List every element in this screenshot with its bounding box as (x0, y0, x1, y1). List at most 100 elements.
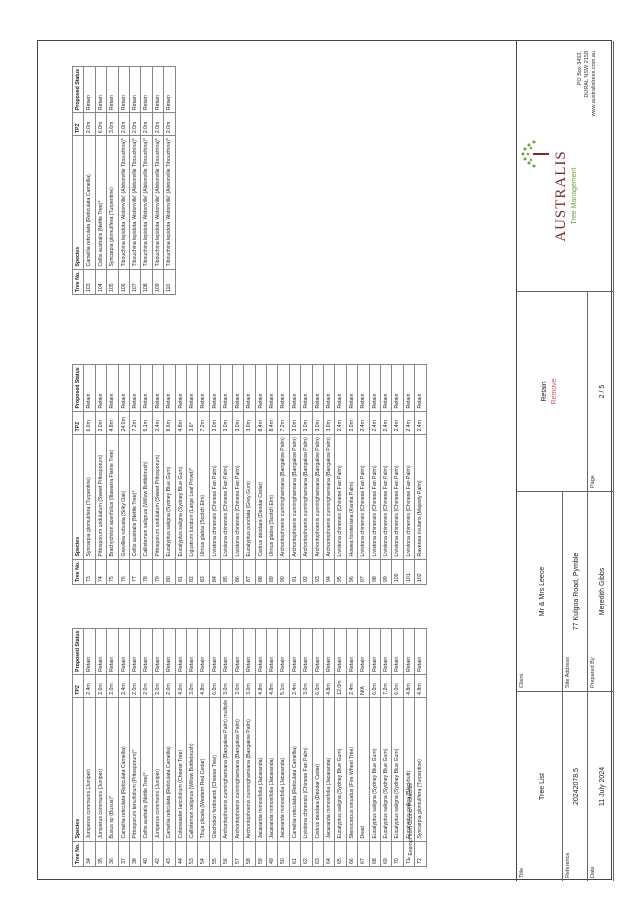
website-text: www.australistrees.com.au (591, 51, 597, 117)
tpz-value: 6.0m (312, 674, 324, 698)
tree-number: 77 (129, 559, 141, 585)
tpz-value: 3.0m (232, 674, 244, 698)
species-name: Camellia reticulata (Reticulata Camellia… (118, 697, 130, 842)
tpz-value: 3.0m (209, 411, 221, 435)
tpz-value: 3.0m (220, 411, 233, 435)
species-name: Howea forsteriana (Kentia Palm) (346, 434, 358, 560)
tpz-value: 2.4m (334, 411, 347, 435)
status-value: Retain (106, 66, 119, 113)
tree-number: 70 (391, 841, 404, 867)
tpz-value: 2.0m (129, 674, 141, 698)
title-block: Title Tree List Client Mr & Mrs Leece Re… (516, 41, 614, 881)
tree-number: 50 (277, 841, 290, 867)
status-value: Retain (152, 66, 164, 113)
status-value: Retain (95, 66, 107, 113)
species-name: Livistona chinensis (Chinese Fan Palm) (232, 434, 244, 560)
tpz-value: 2.4m (346, 674, 358, 698)
logo-name: AUSTRALIS (553, 150, 569, 242)
column-header: Proposed Status (72, 364, 84, 412)
status-value: Retain (289, 628, 301, 675)
status-value: Retain (312, 364, 324, 412)
species-name: Jacaranda mimosifolia (Jacaranda) (266, 697, 278, 842)
tree-number: 83 (197, 559, 210, 585)
species-name: Livistona chinensis (Chinese Fan Palm) (391, 434, 404, 560)
tree-number: 42 (152, 841, 164, 867)
tree-number: 97 (357, 559, 370, 585)
logo-tagline: Tree Management (571, 167, 578, 225)
tree-number: 38 (129, 841, 141, 867)
species-name: Tibouchina lepidota 'Alstonville' (Alsto… (129, 135, 141, 270)
species-name: Eucalyptus saligna (Sydney Blue Gum) (163, 434, 176, 560)
tpz-value: N/A (357, 674, 370, 698)
tpz-value: 2.0m (152, 112, 164, 136)
title-cell: Title Tree List (517, 691, 563, 881)
tree-number: 43 (163, 841, 176, 867)
status-value: Retain (391, 364, 404, 412)
tree-number: 100 (391, 559, 404, 585)
status-value: Retain (140, 66, 153, 113)
tpz-value: 2.0m (140, 674, 153, 698)
status-value: Retain (186, 628, 198, 675)
species-name: Grevillea robusta (Silky Oak) (118, 434, 130, 560)
tree-number: 74 (95, 559, 107, 585)
species-name: Dead (357, 697, 370, 842)
tree-number: 99 (380, 559, 392, 585)
tpz-value: 4.8m (255, 674, 267, 698)
tree-number: 107 (129, 269, 141, 295)
species-name: Syncarpia glomulifera (Turpentine) (414, 697, 427, 842)
species-name: Celtis australis (Nettle Tree)* (95, 135, 107, 270)
prepared-cell: Prepared By Meredith Gibbs (588, 491, 614, 691)
column-header: Species (72, 434, 84, 560)
status-value: Retain (323, 628, 335, 675)
tree-number: 61 (289, 841, 301, 867)
species-name: Juniperus communis (Juniper) (83, 697, 96, 842)
status-value: Retain (255, 364, 267, 412)
species-name: Camellia reticulata (Reticulata Camellia… (83, 135, 96, 270)
species-name: Eucalyptus punctata (Grey Gum) (243, 434, 255, 560)
status-value: Retain (334, 364, 347, 412)
species-name: Buxus sp (Buxus)* (106, 697, 119, 842)
tpz-value: 7.2m (277, 411, 290, 435)
column-header: Tree No. (72, 559, 84, 585)
tpz-value: 6.0m (83, 411, 96, 435)
tpz-value: 3.0m (300, 411, 313, 435)
status-value: Retain (140, 364, 153, 412)
species-name: Ravenea rivularis (Majesty Palm) (414, 434, 427, 560)
status-value: Retain (403, 364, 415, 412)
status-value: Retain (391, 628, 404, 675)
tree-number: 34 (83, 841, 96, 867)
status-value: Retain (277, 364, 290, 412)
species-name: Eucalyptus saligna (Sydney Blue Gum) (175, 434, 187, 560)
status-value: Retain (152, 364, 164, 412)
status-value: Retain (357, 364, 370, 412)
status-value: Retain (312, 628, 324, 675)
tpz-value: 2.4m (403, 411, 415, 435)
species-name: Pittosporum tenuifolium (Pittosporum)* (129, 697, 141, 842)
page-value: 2 / 5 (599, 384, 606, 399)
species-name: Cotoneaster lancifolium (Cheese Tree) (175, 697, 187, 842)
status-value: Retain (129, 628, 141, 675)
exempt-note: * Exempt from Council Protection (408, 782, 414, 859)
column-header: Species (72, 697, 84, 842)
tree-number: 69 (380, 841, 392, 867)
tpz-value: 3.6* (186, 411, 198, 435)
address-line-1: PO Box 3453, (577, 51, 583, 86)
